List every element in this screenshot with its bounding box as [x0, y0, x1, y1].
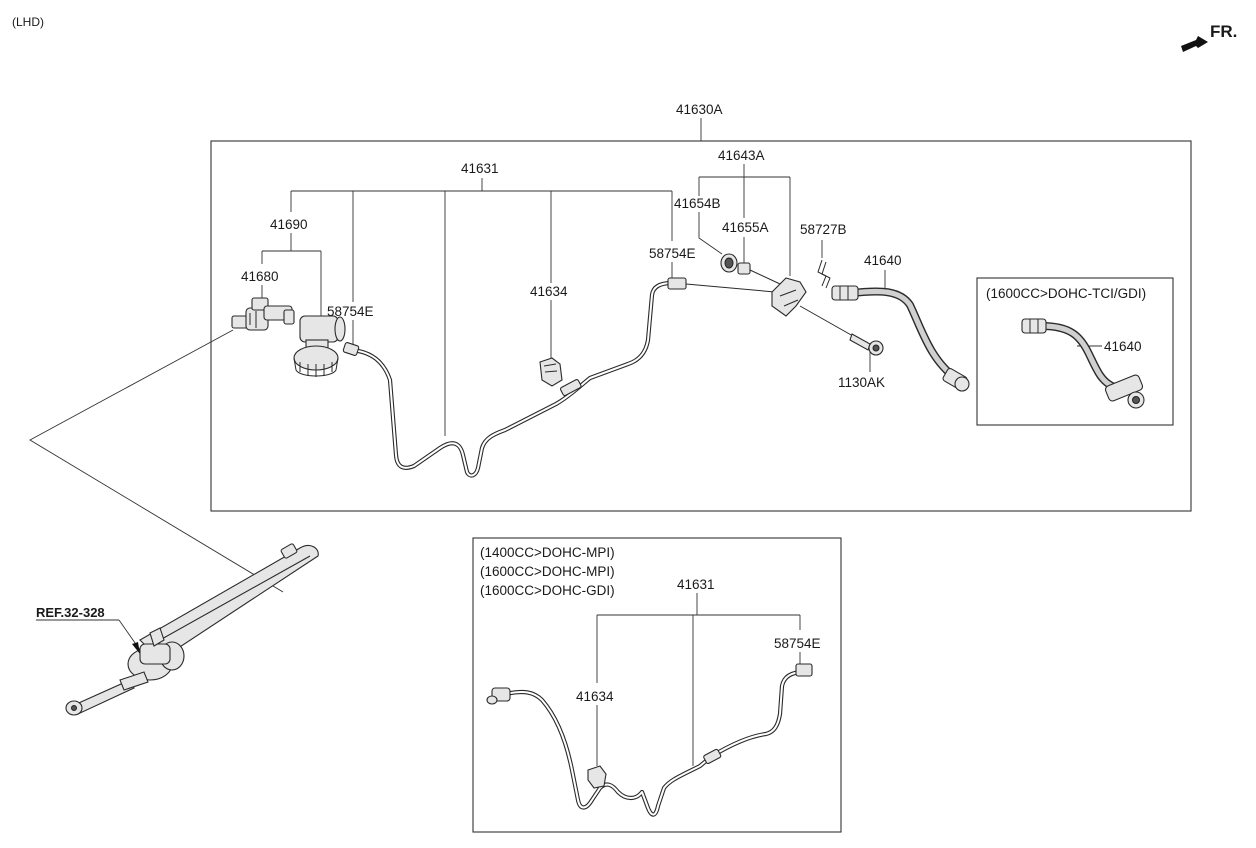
leader-41643a: 41643A 41654B 41655A	[674, 148, 791, 276]
pointer-arrow-icon	[132, 642, 140, 654]
inset-part-label-41634: 41634	[576, 689, 614, 704]
leader-41631: 41631	[290, 161, 673, 436]
main-assembly-frame: 41630A	[210, 102, 1192, 512]
front-label: FR.	[1210, 22, 1237, 41]
assembly-label-41630a: 41630A	[676, 102, 723, 117]
bushing-41655a	[737, 262, 751, 275]
hose-41640	[831, 285, 970, 392]
clip-58727b	[817, 259, 831, 289]
part-label-41634: 41634	[530, 284, 568, 299]
part-label-1130ak: 1130AK	[838, 375, 885, 390]
part-label-41640: 41640	[864, 253, 902, 268]
front-direction-indicator: FR.	[1181, 22, 1237, 52]
part-label-58727b: 58727B	[800, 222, 847, 237]
part-label-41690: 41690	[270, 217, 308, 232]
inset-tci-gdi-title: (1600CC>DOHC-TCI/GDI)	[986, 286, 1146, 301]
part-label-41654b: 41654B	[674, 196, 721, 211]
clutch-tube-41631	[342, 277, 776, 478]
part-label-41631: 41631	[461, 161, 499, 176]
leader-41690: 41690 41680	[241, 217, 322, 318]
inset-mpi-gdi: (1400CC>DOHC-MPI) (1600CC>DOHC-MPI) (160…	[472, 537, 842, 833]
inset-tci-gdi: (1600CC>DOHC-TCI/GDI) 41640	[976, 277, 1174, 426]
inset-part-label-41631: 41631	[677, 577, 715, 592]
inset-part-label-58754e: 58754E	[774, 636, 821, 651]
inset-part-label-41640: 41640	[1104, 339, 1142, 354]
inset-title-line-1: (1400CC>DOHC-MPI)	[480, 545, 615, 560]
bushing-41654b	[720, 253, 738, 273]
bolt-1130ak	[849, 333, 884, 356]
arrow-front-icon	[1181, 36, 1208, 52]
clutch-master-cylinder	[29, 329, 319, 716]
inset-title-line-2: (1600CC>DOHC-MPI)	[480, 564, 615, 579]
part-label-41643a: 41643A	[718, 148, 765, 163]
elbow-fitting-41680	[263, 305, 295, 325]
lhd-label: (LHD)	[12, 15, 44, 29]
elbow-fitting-41690	[231, 297, 269, 331]
part-label-58754e-left: 58754E	[327, 304, 374, 319]
bracket-41643a	[771, 277, 861, 341]
reservoir-adapter	[293, 315, 346, 377]
reference-callout: REF.32-328	[36, 605, 141, 654]
part-label-41680: 41680	[241, 269, 279, 284]
part-label-58754e-right: 58754E	[649, 246, 696, 261]
reference-label: REF.32-328	[36, 605, 105, 620]
clip-41634	[539, 357, 563, 387]
inset-title-line-3: (1600CC>DOHC-GDI)	[480, 583, 615, 598]
part-label-41655a: 41655A	[722, 220, 769, 235]
